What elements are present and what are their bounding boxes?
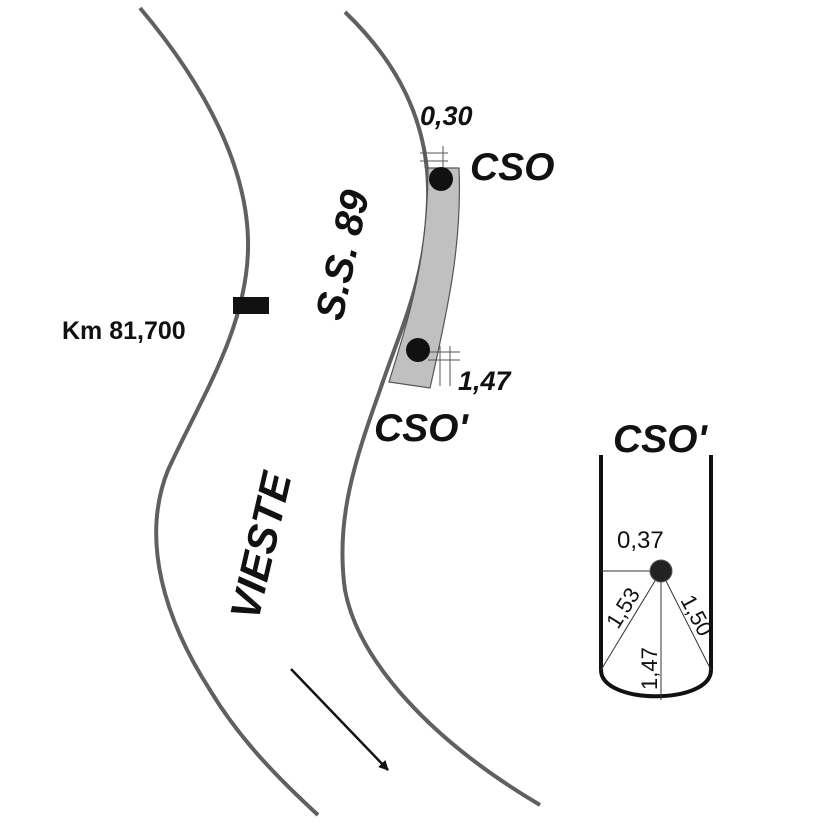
shoulder-strip [388, 167, 461, 389]
cso-prime-point [406, 338, 430, 362]
cross-section: CSO' 0,37 1,53 1,47 1,50 [599, 418, 718, 700]
km-marker [233, 297, 269, 314]
section-outline [599, 455, 713, 699]
cso-prime-label: CSO' [374, 407, 470, 450]
section-left-line [600, 570, 662, 671]
dim-top-label: 0,30 [420, 101, 473, 131]
direction-label: VIESTE [221, 466, 301, 624]
dim-bottom-label: 1,47 [458, 366, 513, 396]
section-dim-width: 0,37 [617, 527, 664, 554]
dimension-top-marks [420, 146, 448, 168]
road-edge-left [138, 6, 320, 817]
dimension-bottom-marks [428, 346, 460, 386]
cso-point [429, 167, 453, 191]
cso-label: CSO [470, 146, 555, 189]
direction-arrow [290, 668, 389, 771]
road-name-label: S.S. 89 [308, 186, 378, 324]
section-right-line [660, 570, 712, 671]
section-dim-center: 1,47 [637, 647, 662, 690]
road-edge-right [340, 10, 542, 807]
section-title: CSO' [613, 418, 709, 461]
section-point [649, 559, 673, 583]
km-marker-label: Km 81,700 [62, 317, 186, 345]
